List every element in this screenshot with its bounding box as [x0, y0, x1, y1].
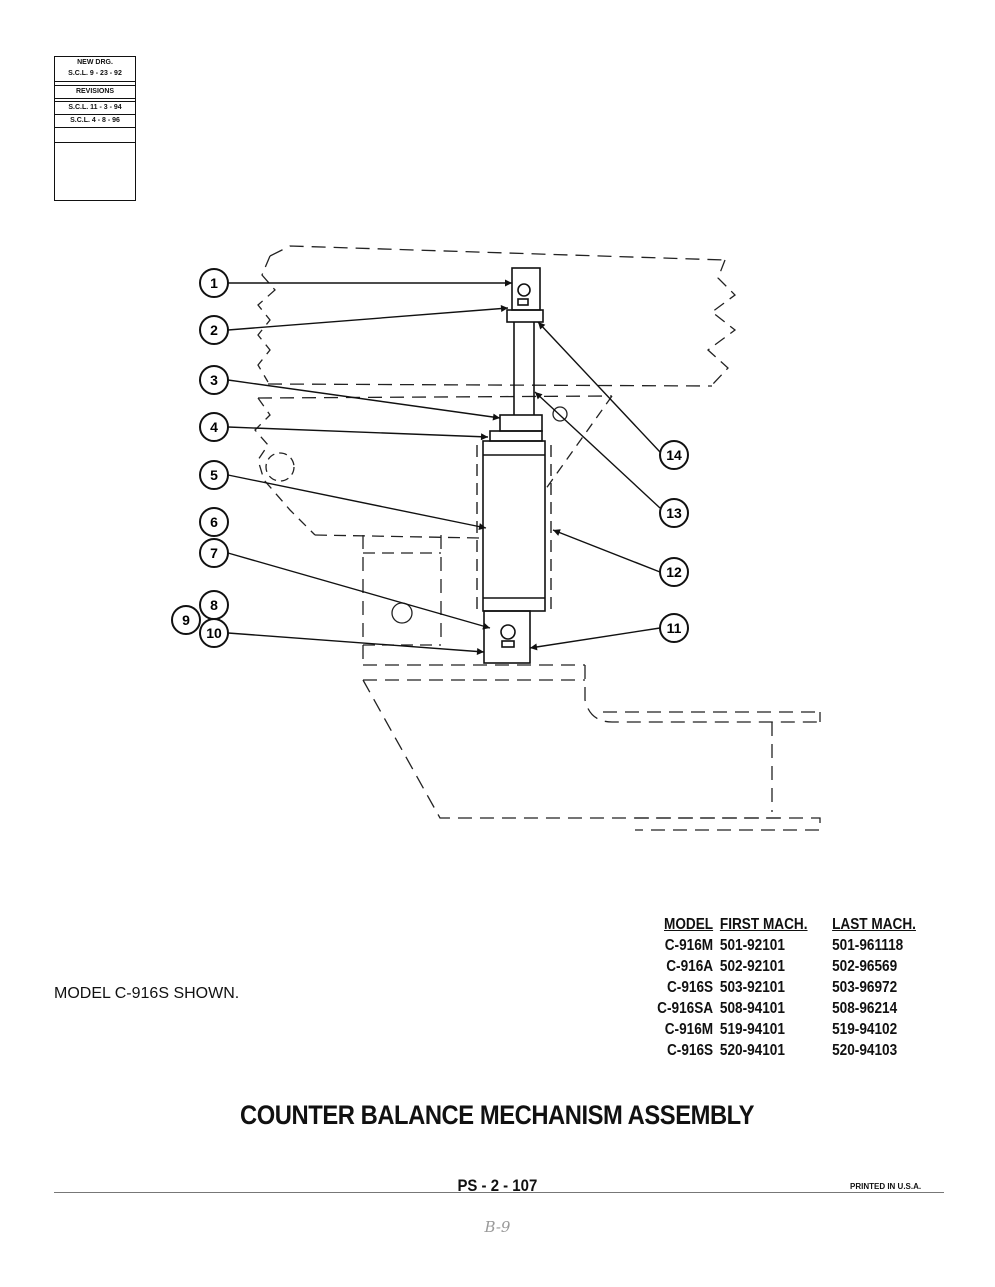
callout-label: 5	[210, 467, 218, 483]
cell-first: 501-92101	[719, 937, 785, 954]
callout-9: 9	[171, 605, 201, 635]
callout-5: 5	[199, 460, 229, 490]
table-row: C-916M 501-92101 501-961118	[640, 935, 951, 956]
callout-label: 9	[182, 612, 190, 628]
revision-block: NEW DRG. S.C.L. 9 - 23 - 92 REVISIONS S.…	[54, 56, 136, 201]
callout-label: 14	[666, 447, 682, 463]
cell-first: 519-94101	[719, 1021, 785, 1038]
leader-lines	[227, 279, 661, 655]
callout-13: 13	[659, 498, 689, 528]
cell-last: 508-96214	[832, 1000, 898, 1017]
callout-label: 11	[667, 620, 682, 636]
cell-first: 520-94101	[719, 1042, 785, 1059]
cell-last: 503-96972	[832, 979, 898, 996]
callout-label: 2	[210, 322, 218, 338]
callout-label: 12	[666, 564, 682, 580]
callout-label: 8	[210, 597, 218, 613]
page-number-text: PS - 2 - 107	[457, 1176, 538, 1195]
table-row: C-916S 503-92101 503-96972	[640, 977, 951, 998]
handwritten-page-number: B-9	[484, 1218, 511, 1236]
callout-label: 4	[210, 419, 218, 435]
cell-last: 519-94102	[832, 1021, 898, 1038]
callout-label: 7	[210, 545, 218, 561]
header-last-mach: LAST MACH.	[832, 916, 916, 933]
phantom-frame	[254, 245, 821, 831]
callout-14: 14	[659, 440, 689, 470]
cell-last: 501-961118	[832, 937, 904, 954]
revision-entry: S.C.L. 11 - 3 - 94	[68, 104, 122, 111]
callout-group: 1 2 3 4 5 6 7 8 9 10 11 12 13 14	[171, 268, 689, 648]
callout-8: 8	[199, 590, 229, 620]
callout-label: 13	[666, 505, 682, 521]
callout-label: 6	[210, 514, 218, 530]
header-model: MODEL	[663, 916, 714, 933]
callout-label: 10	[206, 625, 222, 641]
callout-2: 2	[199, 315, 229, 345]
callout-3: 3	[199, 365, 229, 395]
page-title: COUNTER BALANCE MECHANISM ASSEMBLY	[0, 1100, 995, 1131]
table-row: C-916A 502-92101 502-96569	[640, 956, 951, 977]
header-first-mach: FIRST MACH.	[719, 916, 808, 933]
table-row: C-916M 519-94101 519-94102	[640, 1019, 951, 1040]
callout-label: 3	[210, 372, 218, 388]
cell-model: C-916M	[664, 937, 714, 954]
printed-note: PRINTED IN U.S.A.	[850, 1182, 922, 1191]
callout-label: 1	[210, 275, 218, 291]
model-table: MODEL FIRST MACH. LAST MACH. C-916M 501-…	[640, 914, 951, 1061]
table-row: C-916SA 508-94101 508-96214	[640, 998, 951, 1019]
cell-model: C-916A	[666, 958, 714, 975]
table-row: C-916S 520-94101 520-94103	[640, 1040, 951, 1061]
model-shown-note: MODEL C-916S SHOWN.	[54, 985, 240, 1002]
callout-4: 4	[199, 412, 229, 442]
page-title-text: COUNTER BALANCE MECHANISM ASSEMBLY	[240, 1100, 755, 1130]
page-number: PS - 2 - 107	[0, 1176, 995, 1196]
table-header-row: MODEL FIRST MACH. LAST MACH.	[640, 914, 951, 935]
cell-last: 502-96569	[832, 958, 898, 975]
footer-rule	[54, 1192, 944, 1193]
revisions-label: REVISIONS	[75, 88, 115, 95]
cell-model: C-916M	[664, 1021, 714, 1038]
callout-7: 7	[199, 538, 229, 568]
callout-12: 12	[659, 557, 689, 587]
cylinder-shroud	[476, 445, 552, 612]
callout-11: 11	[659, 613, 689, 643]
callout-1: 1	[199, 268, 229, 298]
new-drawing-label: NEW DRG.	[77, 59, 113, 66]
cell-first: 508-94101	[719, 1000, 785, 1017]
new-drawing-date: S.C.L. 9 - 23 - 92	[68, 70, 122, 77]
cell-model: C-916S	[666, 1042, 714, 1059]
callout-10: 10	[199, 618, 229, 648]
gas-spring-cylinder	[482, 267, 546, 664]
cell-first: 502-92101	[719, 958, 785, 975]
callout-6: 6	[199, 507, 229, 537]
revision-entry: S.C.L. 4 - 8 - 96	[70, 117, 120, 124]
cell-model: C-916S	[666, 979, 714, 996]
cell-model: C-916SA	[657, 1000, 714, 1017]
cell-first: 503-92101	[719, 979, 785, 996]
cell-last: 520-94103	[832, 1042, 898, 1059]
